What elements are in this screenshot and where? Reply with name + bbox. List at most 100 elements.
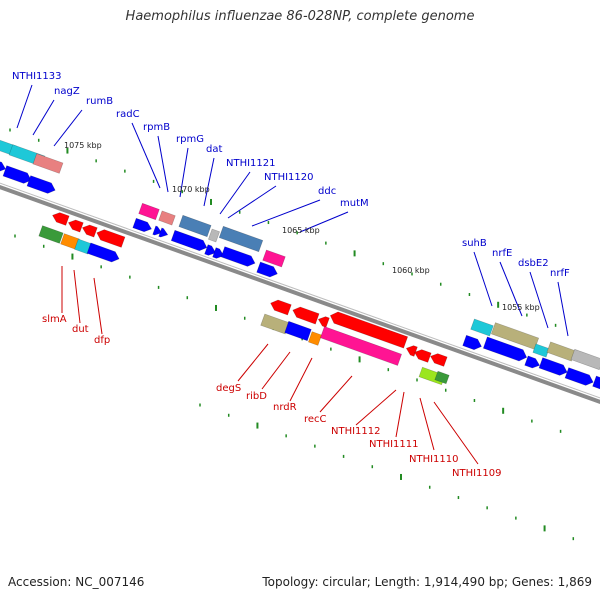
gene-label-nrdr[interactable]: nrdR — [273, 402, 297, 413]
cds-forward-arrow — [152, 225, 163, 236]
cds-reverse-arrow — [430, 353, 448, 367]
reverse-leader-line-nthi1110 — [419, 397, 435, 451]
gene-label-ddc[interactable]: ddc — [318, 186, 336, 197]
forward-leader-line-mutm — [299, 211, 349, 233]
gene-label-mutm[interactable]: mutM — [340, 198, 369, 209]
genome-backbone — [0, 182, 600, 404]
reverse-leader-line-dfp — [93, 277, 103, 335]
gene-feature — [74, 238, 92, 255]
gene-feature — [570, 348, 600, 371]
genome-summary-text: Topology: circular; Length: 1,914,490 bp… — [262, 575, 592, 589]
cds-forward-arrow — [158, 227, 169, 238]
gene-feature — [32, 153, 64, 174]
forward-leader-line-dsbe2 — [529, 271, 549, 329]
forward-leader-line-nagz — [32, 99, 55, 136]
gene-feature — [262, 249, 286, 268]
forward-leader-line-dat — [203, 157, 215, 207]
gene-feature — [218, 225, 264, 253]
cds-forward-arrow — [564, 367, 594, 386]
gene-label-nagz[interactable]: nagZ — [54, 86, 80, 97]
reverse-leader-line-ribd — [261, 351, 291, 390]
reverse-leader-line-degs — [237, 343, 269, 382]
forward-leader-line-radc — [131, 122, 161, 189]
reverse-leader-line-nthi1112 — [355, 389, 397, 426]
gene-label-nthi1112[interactable]: NTHI1112 — [331, 426, 381, 437]
gene-label-dfp[interactable]: dfp — [94, 335, 110, 346]
kbp-position-label: 1060 kbp — [392, 266, 430, 275]
gene-label-slma[interactable]: slmA — [42, 314, 67, 325]
cds-reverse-arrow — [81, 224, 98, 238]
gene-label-nrff[interactable]: nrfF — [550, 268, 570, 279]
gene-label-nthi1110[interactable]: NTHI1110 — [409, 454, 459, 465]
cds-forward-arrow — [592, 375, 600, 390]
cds-forward-arrow — [26, 175, 56, 194]
gene-label-rpmb[interactable]: rpmB — [143, 122, 170, 133]
gene-feature — [208, 228, 220, 243]
gene-feature — [470, 318, 494, 337]
cds-forward-arrow — [0, 161, 7, 172]
gene-label-rpmg[interactable]: rpmG — [176, 134, 204, 145]
kbp-position-label: 1075 kbp — [64, 141, 102, 150]
reverse-leader-line-nthi1111 — [395, 391, 405, 438]
forward-leader-line-suhb — [473, 251, 493, 307]
reverse-leader-line-dut — [73, 269, 81, 324]
gene-feature — [320, 326, 402, 366]
gene-label-rumb[interactable]: rumB — [86, 96, 113, 107]
backbone-line — [0, 185, 600, 404]
gene-label-ribd[interactable]: ribD — [246, 391, 267, 402]
cds-forward-arrow — [170, 229, 208, 252]
feature-layer — [0, 139, 600, 390]
gene-label-degs[interactable]: degS — [216, 383, 241, 394]
gene-label-nthi1121[interactable]: NTHI1121 — [226, 158, 276, 169]
gene-label-suhb[interactable]: suhB — [462, 238, 487, 249]
cds-forward-arrow — [538, 357, 568, 376]
gene-feature — [138, 202, 160, 221]
gene-label-dut[interactable]: dut — [72, 324, 89, 335]
cds-forward-arrow — [86, 242, 120, 263]
gene-label-nthi1133[interactable]: NTHI1133 — [12, 71, 62, 82]
gene-label-nthi1111[interactable]: NTHI1111 — [369, 439, 419, 450]
cds-reverse-arrow — [52, 212, 70, 226]
cds-forward-arrow — [212, 247, 225, 259]
forward-leader-line-rpmg — [179, 147, 189, 198]
label-leader-lines — [16, 84, 569, 465]
gene-label-nthi1120[interactable]: NTHI1120 — [264, 172, 314, 183]
gene-feature — [532, 343, 550, 358]
cds-forward-arrow — [220, 246, 256, 267]
gene-feature — [546, 341, 576, 362]
gene-label-recc[interactable]: recC — [304, 414, 327, 425]
cds-forward-arrow — [462, 334, 482, 351]
forward-leader-line-nthi1121 — [219, 171, 251, 215]
gene-label-radc[interactable]: radC — [116, 109, 140, 120]
cds-forward-arrow — [482, 336, 528, 362]
tick-mark-layer — [9, 128, 575, 541]
forward-leader-line-nrff — [557, 281, 569, 337]
gene-label-nthi1109[interactable]: NTHI1109 — [452, 468, 502, 479]
accession-text: Accession: NC_007146 — [8, 575, 145, 589]
forward-leader-line-ddc — [251, 199, 321, 227]
forward-leader-line-nrfe — [499, 261, 523, 317]
forward-leader-line-nthi1120 — [227, 185, 277, 219]
gene-feature — [308, 331, 322, 346]
gene-feature — [260, 313, 290, 335]
cds-forward-arrow — [524, 355, 541, 369]
cds-reverse-arrow — [67, 219, 84, 233]
cds-reverse-arrow — [414, 349, 432, 363]
cds-forward-arrow — [2, 165, 32, 184]
forward-leader-line-rumb — [53, 109, 83, 147]
reverse-leader-line-recc — [319, 375, 353, 413]
cds-reverse-arrow — [270, 299, 292, 316]
cds-forward-arrow — [256, 261, 278, 278]
gene-label-dsbe2[interactable]: dsbE2 — [518, 258, 549, 269]
forward-leader-line-rpmb — [157, 135, 169, 193]
reverse-leader-line-nrdr — [289, 357, 313, 402]
backbone-highlight — [0, 182, 600, 399]
gene-label-nrfe[interactable]: nrfE — [492, 248, 512, 259]
kbp-position-label: 1070 kbp — [172, 185, 210, 194]
cds-forward-arrow — [204, 244, 217, 256]
gene-feature — [284, 320, 312, 342]
gene-label-dat[interactable]: dat — [206, 144, 222, 155]
